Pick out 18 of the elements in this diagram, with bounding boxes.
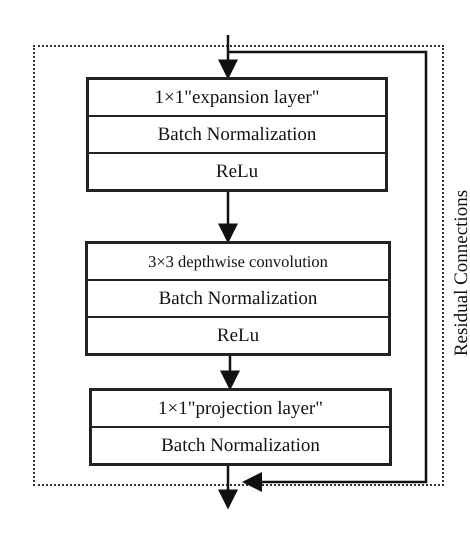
dotted-frame: [33, 45, 444, 486]
arrow: [218, 192, 238, 244]
arrow: [220, 356, 240, 390]
side-label: Residual Connections: [451, 188, 470, 358]
layer-row-text: 1×1"projection layer": [157, 396, 324, 420]
arrow: [218, 466, 238, 510]
layer-row: Batch Normalization: [88, 279, 388, 316]
layer-row: Batch Normalization: [89, 115, 385, 152]
layer-block: [89, 388, 392, 466]
layer-row: ReLu: [88, 316, 388, 353]
layer-row-text: 1×1"expansion layer": [154, 86, 320, 110]
layer-block: [85, 241, 391, 356]
layer-row: Batch Normalization: [92, 426, 389, 463]
arrow: [228, 50, 428, 492]
layer-row-text: 3×3 depthwise convolution: [147, 250, 329, 272]
arrow: [218, 35, 238, 80]
layer-block: [86, 77, 388, 192]
layer-row: ReLu: [89, 152, 385, 189]
